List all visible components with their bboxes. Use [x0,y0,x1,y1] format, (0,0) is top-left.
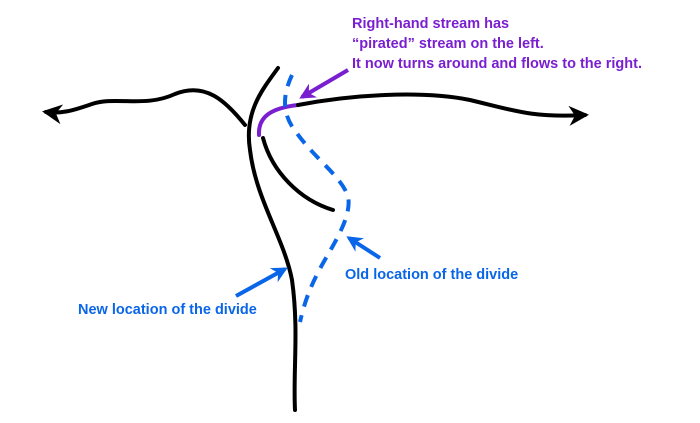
old-divide-label: Old location of the divide [345,267,519,283]
annotation-line: Right-hand stream has [352,16,510,32]
piracy-annotation: Right-hand stream has “pirated” stream o… [352,14,642,74]
new-divide-label: New location of the divide [78,302,257,318]
pirated-pointer-arrow [299,68,350,99]
old-divide-pointer-arrow [346,236,382,260]
old-divide-dashed-line [283,74,351,323]
pirated-segment [256,103,300,137]
annotation-line: It now turns around and flows to the rig… [352,56,642,72]
annotation-line: “pirated” stream on the left. [352,36,544,52]
new-divide-pointer-arrow [235,267,288,298]
beheaded-stream [261,136,335,212]
main-stream-new-divide [246,66,298,412]
left-stream [42,88,247,127]
right-stream [296,92,589,126]
